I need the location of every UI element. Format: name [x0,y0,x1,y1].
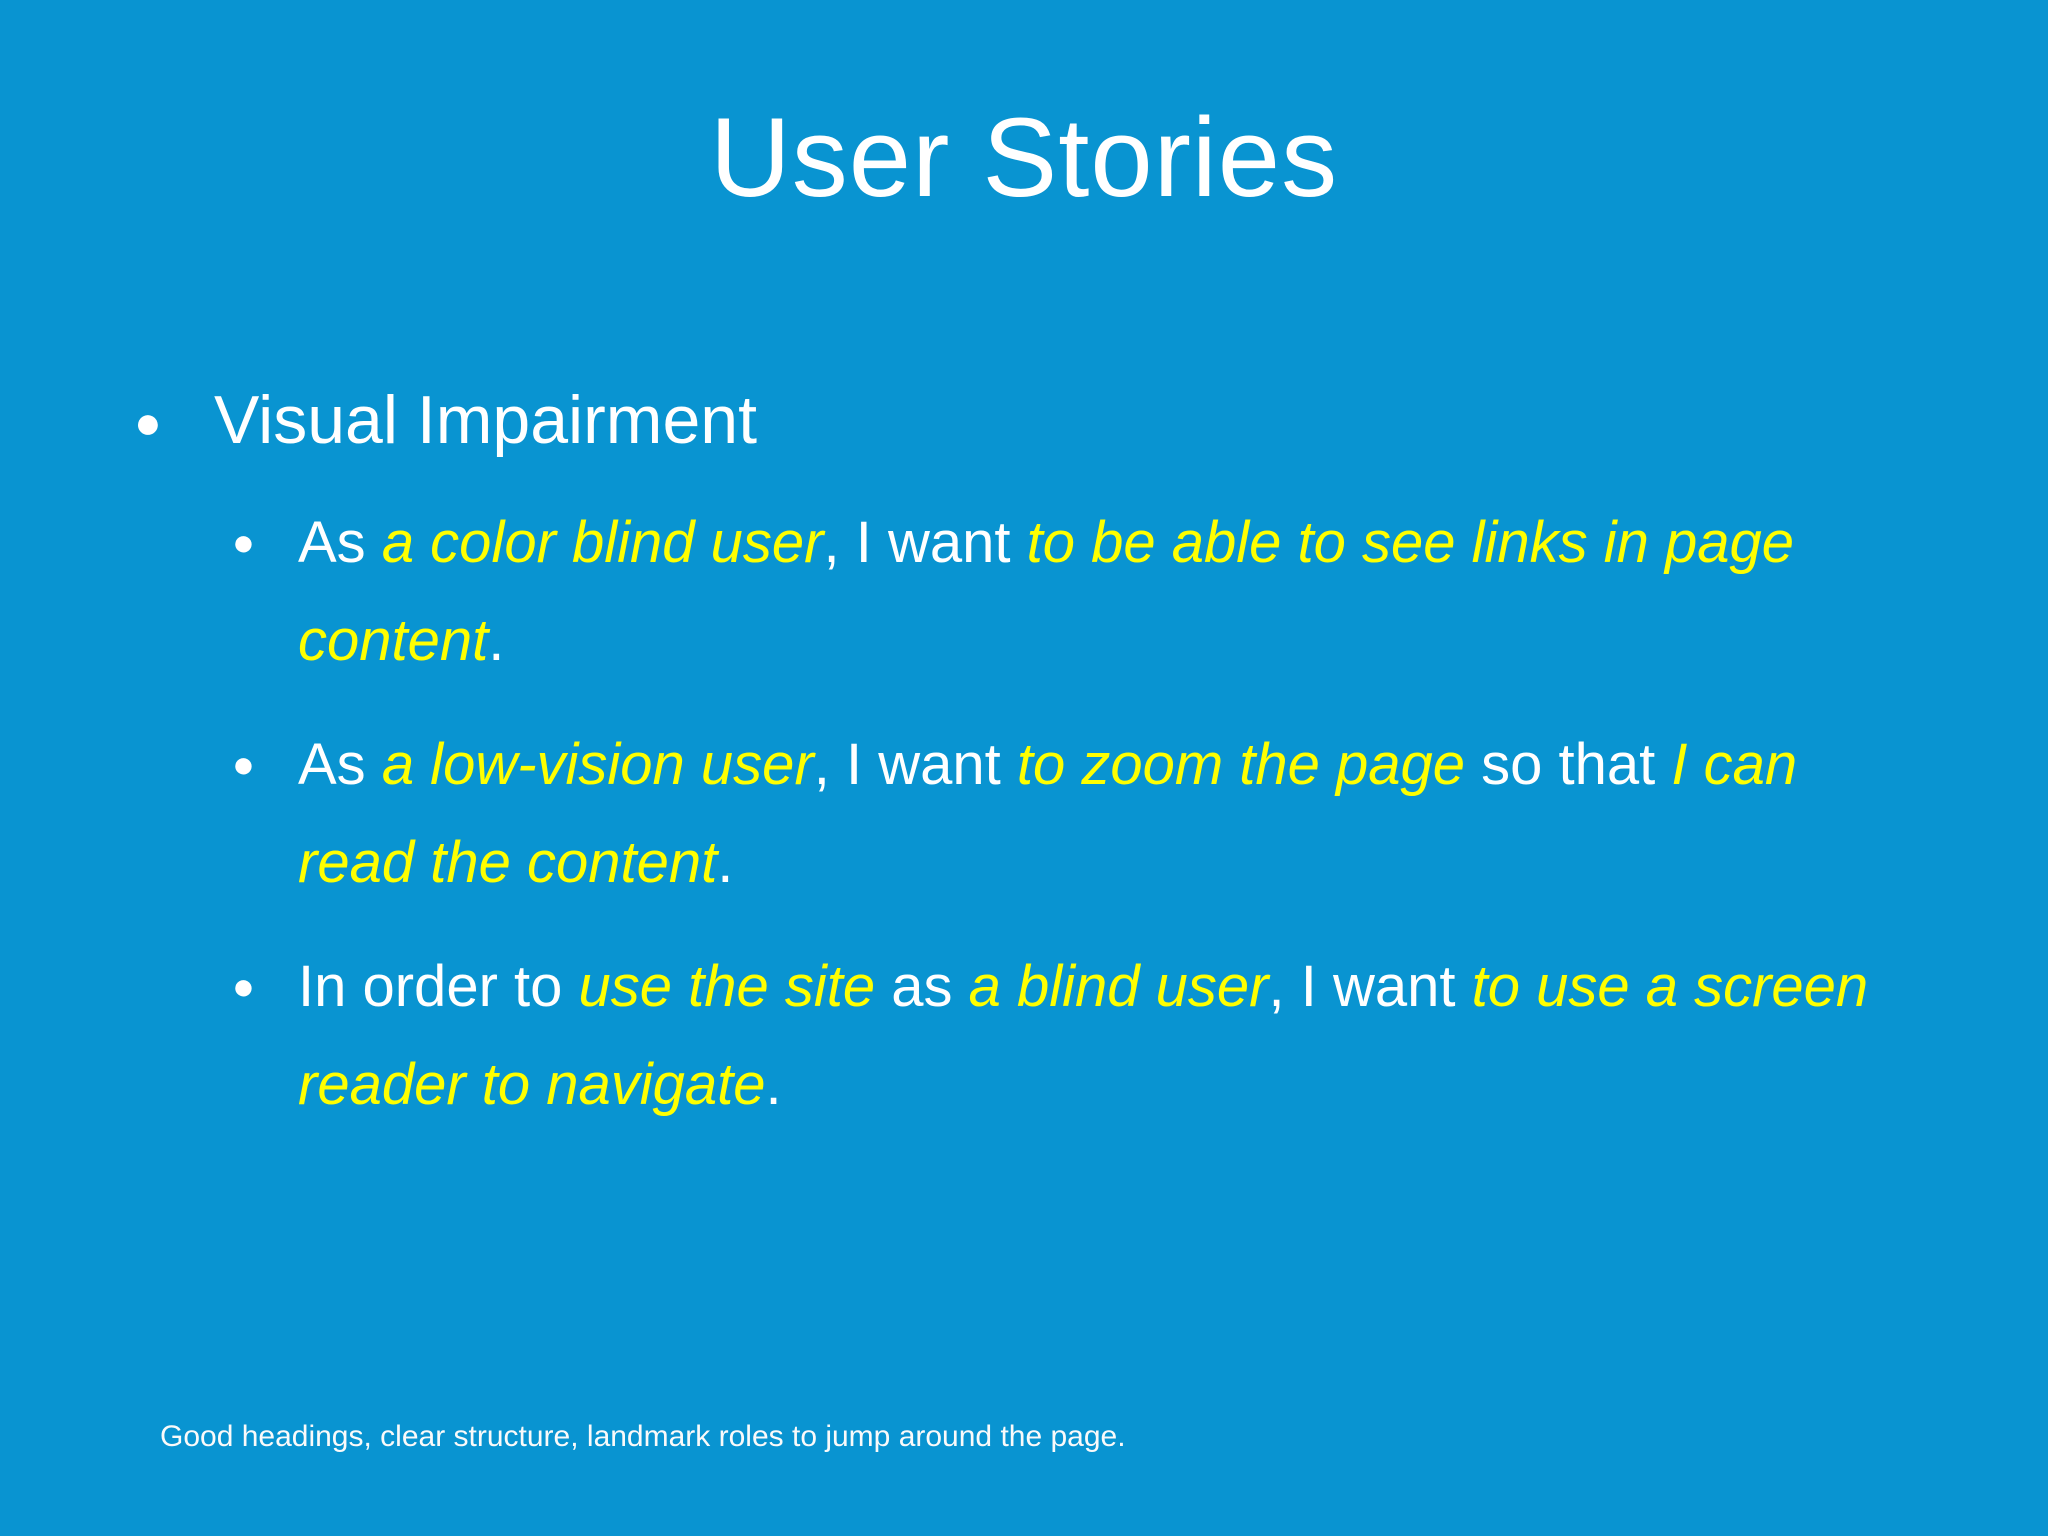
plain-text: , I want [813,732,1017,797]
slide-title: User Stories [709,95,1339,220]
story-item: ● As a low-vision user, I want to zoom th… [228,716,1938,912]
footer-note: Good headings, clear structure, landmark… [160,1420,1126,1453]
bullet-icon: ● [134,396,162,448]
highlight-phrase: to use a screen reader to navigate [298,954,1869,1117]
story-item: ● As a color blind user, I want to be abl… [228,494,1938,690]
story-item: ● In order to use the site as a blind use… [228,938,1938,1134]
plain-text: , I want [1268,954,1472,1019]
bullet-icon: ● [232,744,255,786]
plain-text: As [298,510,382,575]
highlight-phrase: a low-vision user [381,732,814,797]
story-text: As a color blind user, I want to be able… [298,494,1928,690]
plain-text: as [875,954,969,1019]
plain-text: . [765,1052,782,1117]
highlight-phrase: I can read the content [298,732,1798,895]
highlight-phrase: to zoom the page [1016,732,1466,797]
story-text: In order to use the site as a blind user… [298,938,1928,1134]
story-text: As a low-vision user, I want to zoom the… [298,716,1928,912]
plain-text: so that [1465,732,1672,797]
highlight-phrase: to be able to see links in page content [298,510,1795,673]
highlight-phrase: a color blind user [381,510,824,575]
plain-text: In order to [298,954,579,1019]
main-bullet-label: Visual Impairment [214,382,757,458]
stories-list: ●As a color blind user, I want to be abl… [0,494,2048,1134]
plain-text: . [717,830,734,895]
slide-body: ● Visual Impairment ● As a color blind us… [0,376,2048,1134]
main-bullet-row: ● Visual Impairment [0,376,2048,468]
highlight-phrase: use the site [578,954,876,1019]
bullet-icon: ● [232,966,255,1008]
bullet-icon: ● [232,522,255,564]
plain-text: . [488,608,505,673]
plain-text: As [298,732,382,797]
highlight-phrase: a blind user [968,954,1269,1019]
plain-text: , I want [823,510,1027,575]
